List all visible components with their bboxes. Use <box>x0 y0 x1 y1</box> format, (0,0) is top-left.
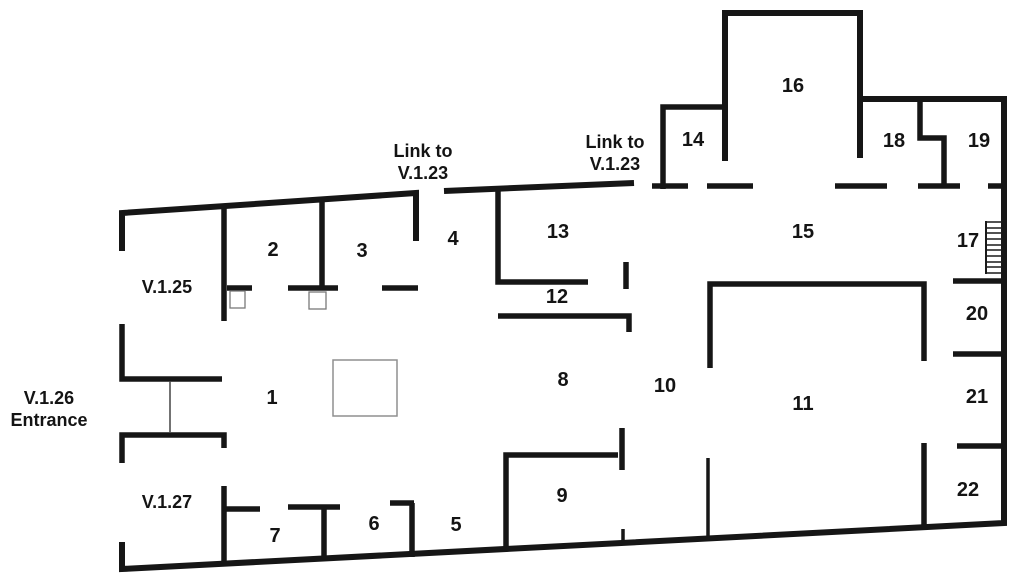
annotation-link-north-line1: Link to <box>393 141 453 161</box>
annotation-link-north: Link to V.1.23 <box>394 140 453 184</box>
room-label-11: 11 <box>792 393 814 415</box>
annotation-link-northeast-line1: Link to <box>585 132 645 152</box>
impluvium-basin <box>332 359 398 417</box>
room-label-6: 6 <box>368 513 380 535</box>
room-label-21: 21 <box>965 386 989 408</box>
wall-v125-west-corridor-north <box>119 324 222 382</box>
wall-room12-south <box>498 313 632 332</box>
wall-room16 <box>722 10 863 161</box>
room-label-19: 19 <box>967 130 991 152</box>
stairs-treads <box>986 221 1002 274</box>
annotation-link-north-line2: V.1.23 <box>397 163 449 183</box>
room-label-22: 22 <box>956 479 980 501</box>
wall-outer-main <box>119 96 1007 573</box>
room-label-5: 5 <box>450 514 462 536</box>
room-label-15: 15 <box>791 221 815 243</box>
wall-outer-northwest <box>119 189 419 251</box>
pier-base-room2 <box>229 290 246 309</box>
room-label-3: 3 <box>356 240 368 262</box>
wall-room11-main <box>707 281 927 368</box>
annotation-entrance-v126-line1: V.1.26 <box>23 388 75 408</box>
wall-room14 <box>660 104 724 189</box>
room-label-8: 8 <box>557 369 569 391</box>
room-label-17: 17 <box>956 230 980 252</box>
wall-room7-west <box>221 486 260 565</box>
room-label-7: 7 <box>269 525 281 547</box>
room-label-2: 2 <box>267 239 279 261</box>
room-label-10: 10 <box>653 375 677 397</box>
annotation-entrance-v127: V.1.27 <box>141 492 193 512</box>
wall-room8-south-room9-west <box>503 452 618 551</box>
wall-north-central <box>443 180 635 194</box>
pier-base-room3 <box>308 291 327 310</box>
annotation-link-northeast: Link to V.1.23 <box>586 131 645 175</box>
room-label-4: 4 <box>447 228 459 250</box>
room-label-16: 16 <box>781 75 805 97</box>
annotation-entrance-v125: V.1.25 <box>141 277 193 297</box>
wall-room13 <box>495 188 588 285</box>
room-label-13: 13 <box>546 221 570 243</box>
annotation-entrance-v126: V.1.26 Entrance <box>10 387 87 431</box>
room-label-14: 14 <box>681 129 705 151</box>
wall-divider-room18-19 <box>917 97 947 188</box>
room-label-1: 1 <box>266 387 278 409</box>
wall-room5-room6 <box>390 500 415 557</box>
room-label-9: 9 <box>556 485 568 507</box>
room-label-20: 20 <box>965 303 989 325</box>
room-label-18: 18 <box>882 130 906 152</box>
annotation-entrance-v126-line2: Entrance <box>10 410 88 430</box>
annotation-link-northeast-line2: V.1.23 <box>589 154 641 174</box>
stairs-room17 <box>985 221 1002 274</box>
wall-corridor-south <box>119 432 227 463</box>
wall-room6-room7 <box>288 504 340 560</box>
room-label-12: 12 <box>545 286 569 308</box>
